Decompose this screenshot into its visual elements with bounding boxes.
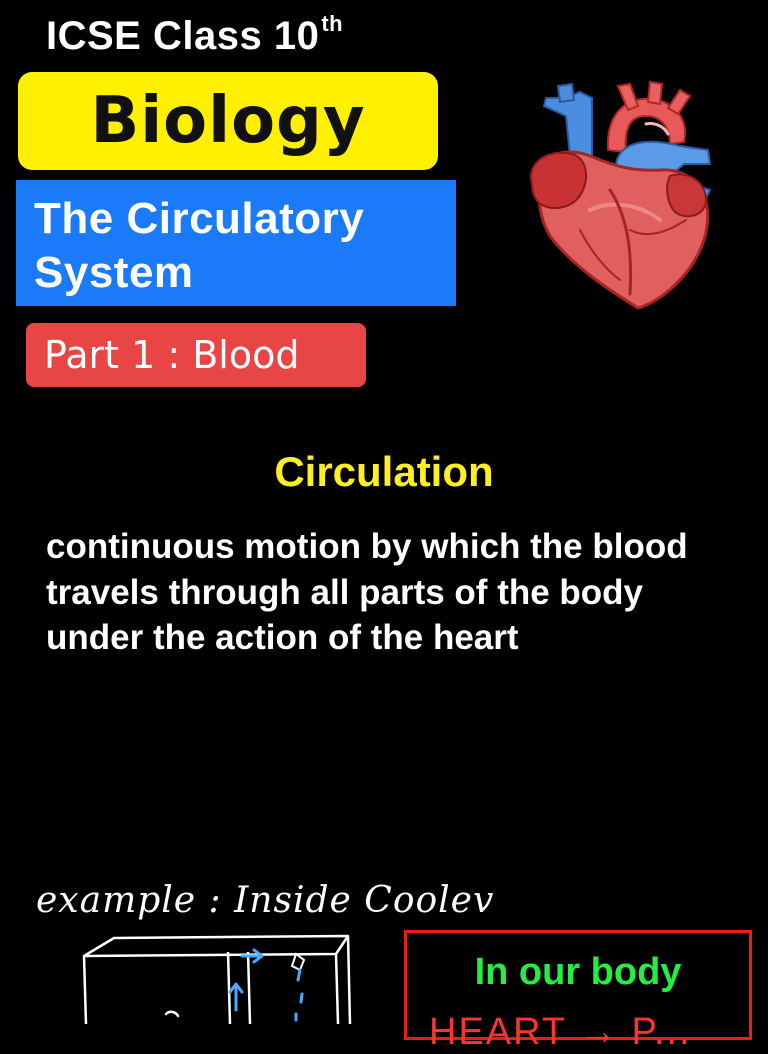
section-heading: Circulation	[274, 448, 494, 495]
cooler-sketch	[82, 934, 352, 1024]
topic-line-2: System	[34, 248, 194, 297]
topic-banner: The Circulatory System	[16, 180, 456, 306]
anatomical-heart-icon	[529, 80, 712, 310]
part-label: Part 1 : Blood	[44, 333, 300, 377]
definition-text: continuous motion by which the blood tra…	[46, 527, 688, 657]
in-our-body-next-line: HEART → P...	[429, 1011, 692, 1053]
part-badge: Part 1 : Blood	[26, 323, 366, 387]
topic-line-1: The Circulatory	[34, 194, 365, 243]
class-title: ICSE Class 10th	[46, 10, 344, 59]
class-title-suffix: th	[321, 10, 344, 36]
in-our-body-heading: In our body	[474, 951, 682, 993]
class-title-text: ICSE Class 10	[46, 14, 320, 58]
subject-label: Biology	[90, 84, 366, 158]
subject-banner: Biology	[18, 72, 438, 170]
example-handwritten-note: example : Inside Coolev	[36, 880, 495, 921]
